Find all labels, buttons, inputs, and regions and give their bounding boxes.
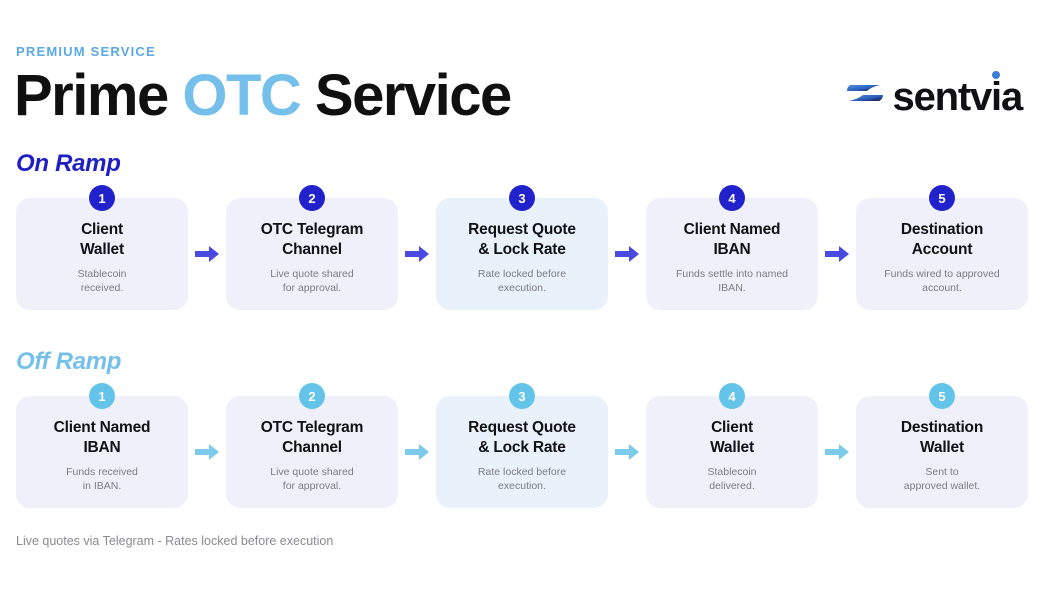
- step-title: Destination Wallet: [900, 418, 984, 457]
- step-number-badge: 2: [299, 185, 325, 211]
- step-title: Request Quote & Lock Rate: [468, 220, 576, 259]
- eyebrow-label: PREMIUM SERVICE: [16, 44, 156, 59]
- step-number-badge: 5: [929, 383, 955, 409]
- step-title: Client Named IBAN: [683, 220, 781, 259]
- brand-logo: sentvia: [845, 75, 1024, 119]
- flow-arrow-icon: [398, 396, 436, 508]
- sentvia-logo-mark-icon: [845, 78, 885, 114]
- step-description: Funds wired to approved account.: [884, 267, 1000, 295]
- page-title: Prime OTC Service: [14, 63, 512, 128]
- step-title: Request Quote & Lock Rate: [468, 418, 576, 457]
- brand-wordmark-a: sentv: [892, 75, 993, 119]
- section-heading-on-ramp: On Ramp: [16, 150, 121, 177]
- flow-arrow-icon: [188, 198, 226, 310]
- step-description: Rate locked before execution.: [477, 267, 567, 295]
- brand-wordmark-b: a: [1000, 75, 1023, 119]
- step-description: Live quote shared for approval.: [270, 465, 354, 493]
- step-number-badge: 2: [299, 383, 325, 409]
- flow-arrow-icon: [188, 396, 226, 508]
- step-title: Destination Account: [900, 220, 984, 259]
- brand-wordmark-i: i: [991, 75, 1002, 119]
- step-number-badge: 3: [509, 383, 535, 409]
- page-title-accent: OTC: [182, 63, 301, 128]
- step-description: Stablecoin received.: [77, 267, 127, 295]
- step-description: Live quote shared for approval.: [270, 267, 354, 295]
- step-title: OTC Telegram Channel: [260, 220, 364, 259]
- step-title: OTC Telegram Channel: [260, 418, 364, 457]
- step-number-badge: 1: [89, 383, 115, 409]
- flow-arrow-icon: [608, 396, 646, 508]
- page-title-part1: Prime: [14, 63, 183, 128]
- step-description: Stablecoin delivered.: [707, 465, 757, 493]
- flow-arrow-icon: [608, 198, 646, 310]
- step-number-badge: 5: [929, 185, 955, 211]
- page-title-part2: Service: [300, 63, 512, 128]
- brand-wordmark: sentvia: [892, 75, 1024, 119]
- step-number-badge: 4: [719, 185, 745, 211]
- step-description: Funds settle into named IBAN.: [675, 267, 789, 295]
- step-title: Client Wallet: [80, 220, 124, 259]
- flow-arrow-icon: [398, 198, 436, 310]
- step-number-badge: 3: [509, 185, 535, 211]
- section-heading-off-ramp: Off Ramp: [16, 348, 122, 375]
- step-description: Sent to approved wallet.: [903, 465, 981, 493]
- step-number-badge: 1: [89, 185, 115, 211]
- footer-note: Live quotes via Telegram - Rates locked …: [16, 534, 334, 548]
- flow-arrow-icon: [818, 396, 856, 508]
- step-description: Funds received in IBAN.: [66, 465, 138, 493]
- flow-arrow-icon: [818, 198, 856, 310]
- step-title: Client Wallet: [710, 418, 754, 457]
- step-number-badge: 4: [719, 383, 745, 409]
- step-description: Rate locked before execution.: [477, 465, 567, 493]
- step-title: Client Named IBAN: [53, 418, 151, 457]
